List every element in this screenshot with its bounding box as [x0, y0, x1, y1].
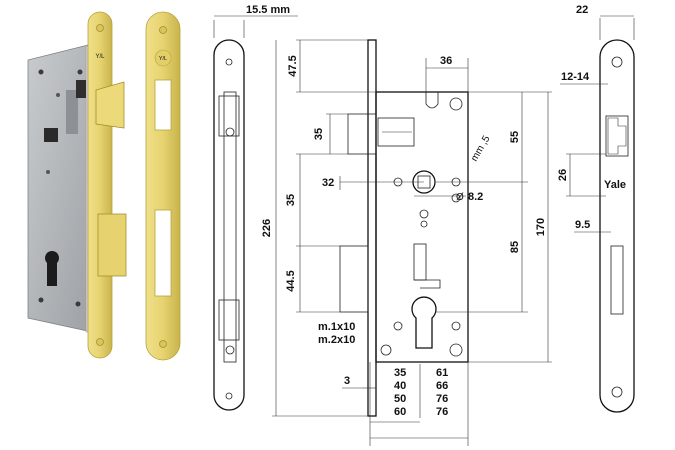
front-rivet-b	[451, 321, 461, 331]
front-lever-mech	[413, 243, 427, 281]
dim-47-5: 47.5	[287, 55, 299, 76]
front-view-drawing: 36 47.5 35 35 226 44.5 32 8.2 Ø mm ,	[261, 39, 552, 446]
strike-plate	[145, 11, 181, 361]
side-rivet-1	[225, 127, 235, 137]
case-top-bracket	[76, 80, 86, 98]
backset-left-3: 50	[394, 393, 406, 405]
case-screw-1	[38, 69, 44, 75]
dead-bolt	[97, 213, 127, 277]
dim-35-mid: 35	[285, 194, 297, 206]
faceplate-logo: Y/L	[95, 54, 105, 60]
screw-label-2: m.2x10	[318, 334, 355, 346]
dim-35-top: 35	[313, 128, 325, 140]
strike-latch-opening	[154, 79, 172, 131]
strike-plate-photo: Y/L	[145, 11, 181, 361]
front-corner-screw-br	[449, 343, 463, 357]
spindle-hole	[44, 128, 58, 142]
screw-label-1: m.1x10	[318, 321, 355, 333]
case-rivet-1	[56, 93, 60, 97]
strike-view-drawing: 22 Yale 12-14 26 9.5	[557, 4, 635, 413]
dim-8-2: 8.2	[468, 191, 483, 203]
backset-right-1: 61	[436, 367, 448, 379]
faceplate-screw-top	[96, 24, 104, 32]
strike-screw-top	[159, 26, 167, 34]
front-case-notch	[425, 92, 439, 109]
lock-photo: Y/L	[27, 11, 127, 359]
dim-9-5: 9.5	[575, 219, 590, 231]
backset-right-2: 66	[436, 380, 448, 392]
case-detail-plate	[66, 90, 78, 134]
side-rivet-2	[225, 345, 235, 355]
backset-left-2: 40	[394, 380, 406, 392]
front-cylinder-cutout	[411, 296, 437, 349]
front-corner-screw-bl	[380, 344, 392, 356]
dim-faceplate-thickness: 15.5 mm	[246, 4, 290, 16]
front-latch	[347, 113, 377, 155]
front-faceplate	[367, 39, 377, 417]
case-rivet-2	[46, 170, 50, 174]
case-screw-4	[75, 301, 81, 307]
strike-bolt-hole	[610, 245, 624, 315]
strike-latch-hole	[605, 115, 629, 157]
backset-left-1: 35	[394, 367, 406, 379]
case-screw-2	[77, 69, 83, 75]
dim-phi: Ø	[456, 192, 464, 203]
faceplate-screw-bottom	[96, 338, 104, 346]
side-faceplate	[213, 39, 245, 411]
front-mid-screw	[420, 220, 428, 228]
front-small-hole	[419, 209, 429, 219]
dim-3: 3	[344, 375, 350, 387]
strike-screw-bottom	[159, 340, 167, 348]
front-lever-cam	[414, 279, 441, 289]
dim-36: 36	[440, 55, 452, 67]
dim-22: 22	[576, 4, 588, 16]
front-latch-mech	[377, 117, 415, 147]
strike-top-screw	[611, 56, 623, 68]
side-view-drawing: 15.5 mm	[213, 4, 298, 411]
dim-85: 85	[509, 241, 521, 253]
front-deadbolt	[339, 245, 369, 313]
strike-logo: Y/L	[159, 56, 167, 62]
front-case	[375, 91, 469, 363]
backset-right-4: 76	[436, 406, 448, 418]
side-screw-bottom	[225, 392, 233, 400]
dim-26: 26	[557, 169, 569, 181]
case-screw-3	[38, 297, 44, 303]
front-rivet-a	[393, 321, 403, 331]
latch-bolt	[95, 81, 125, 129]
strike-outline	[599, 39, 635, 413]
dim-32: 32	[322, 177, 334, 189]
lock-faceplate	[87, 11, 113, 359]
cylinder-hole-slot	[47, 258, 57, 286]
strike-latch-shape	[607, 117, 627, 155]
strike-bottom-screw	[611, 386, 623, 398]
front-corner-screw-tr	[449, 97, 463, 111]
dim-55: 55	[509, 131, 521, 143]
side-body	[223, 91, 237, 363]
backset-left-4: 60	[394, 406, 406, 418]
dim-170: 170	[535, 218, 547, 236]
dim-diagonal: mm ,5	[469, 134, 493, 164]
backset-right-3: 76	[436, 393, 448, 405]
strike-brand: Yale	[604, 179, 626, 191]
strike-bolt-opening	[154, 209, 172, 297]
side-bolt	[218, 299, 240, 341]
front-mid-hole	[451, 193, 461, 203]
dim-12-14: 12-14	[561, 71, 590, 83]
dim-44-5: 44.5	[285, 270, 297, 291]
side-screw-top	[225, 58, 233, 66]
dim-226: 226	[261, 219, 273, 237]
strike-logo-circle	[154, 49, 172, 67]
